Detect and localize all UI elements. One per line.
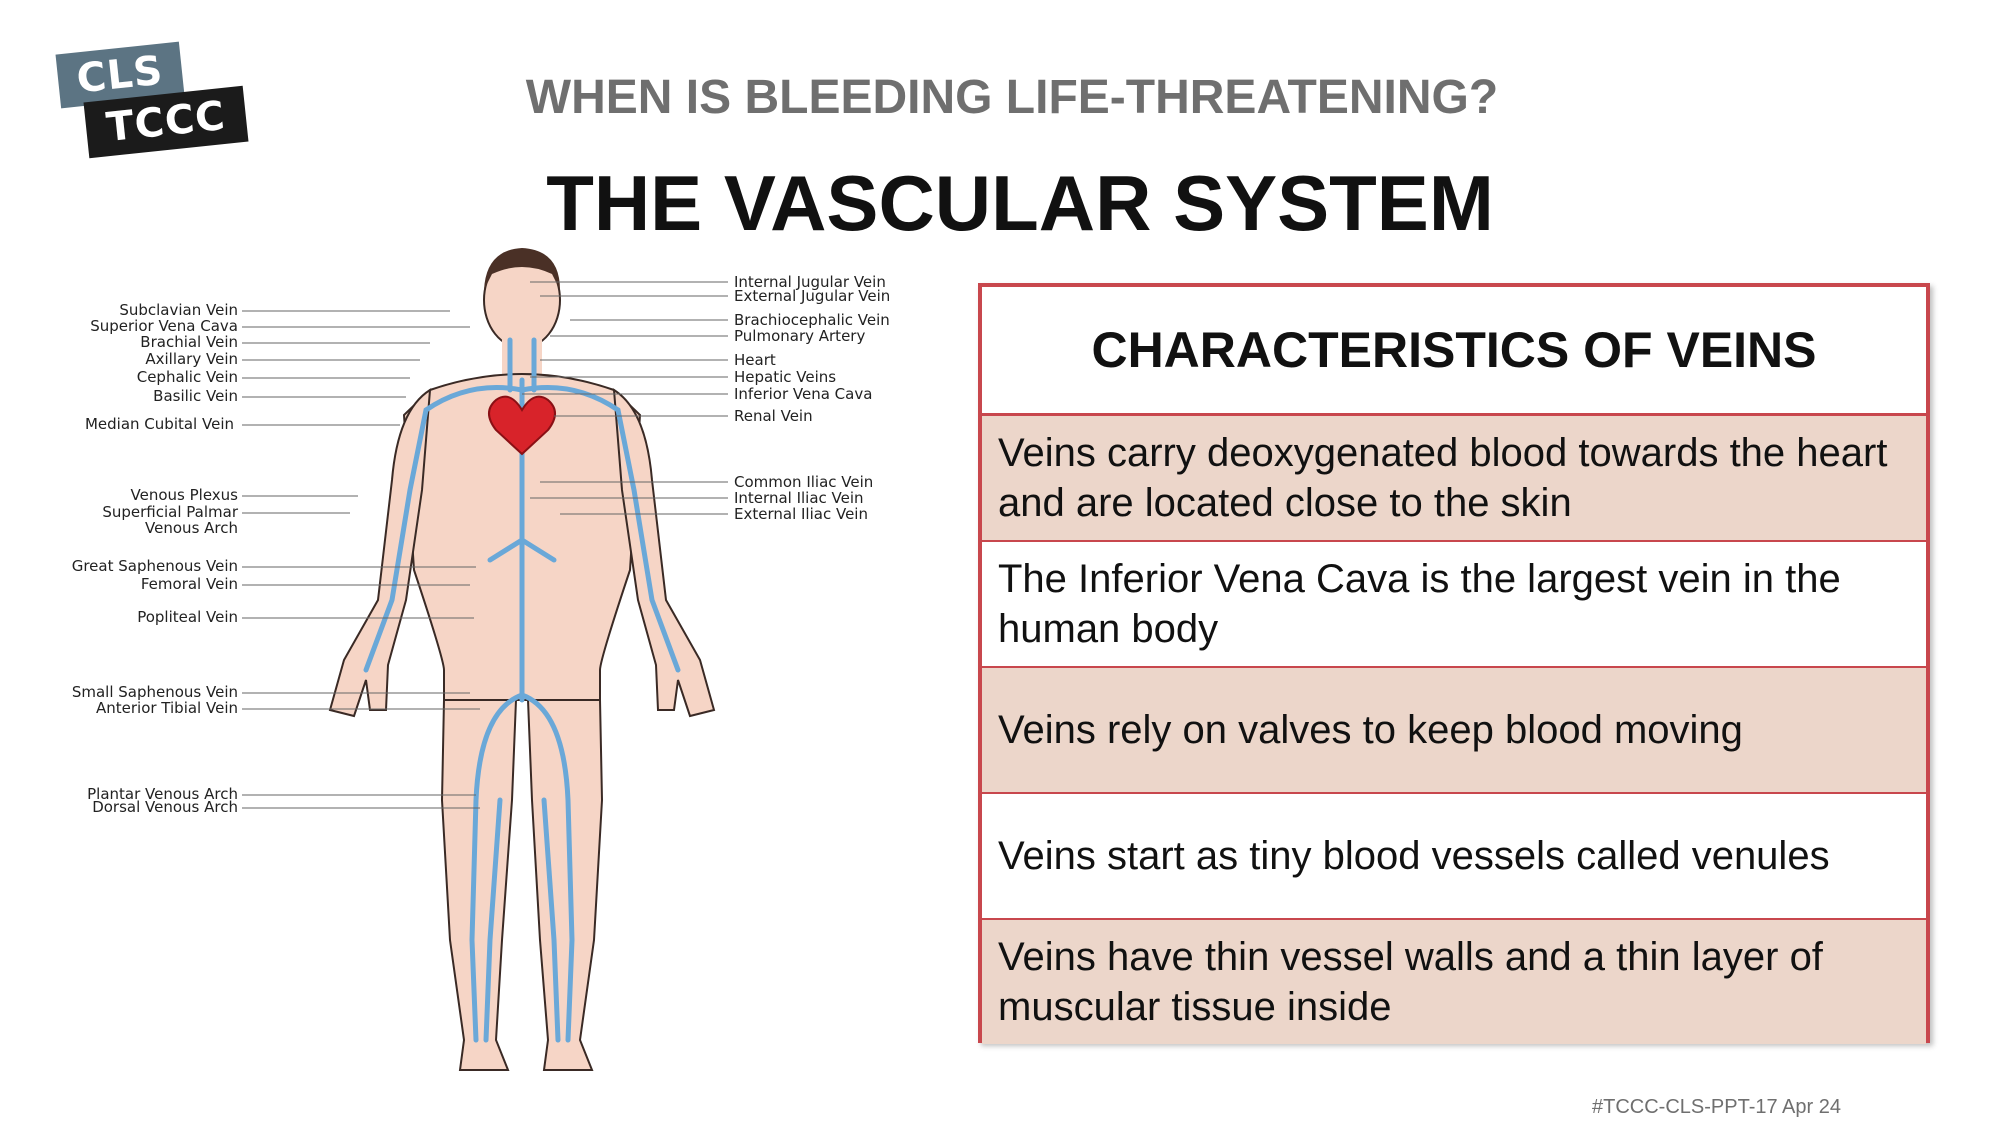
table-row: The Inferior Vena Cava is the largest ve…: [982, 542, 1926, 668]
vascular-diagram: Subclavian Vein Superior Vena Cava Brach…: [72, 240, 910, 1080]
label-great-saphenous-vein: Great Saphenous Vein: [71, 557, 238, 575]
label-renal-vein: Renal Vein: [734, 407, 813, 425]
label-heart: Heart: [734, 351, 776, 369]
label-axillary-vein: Axillary Vein: [145, 350, 238, 368]
slide-subtitle: WHEN IS BLEEDING LIFE-THREATENING?: [525, 71, 1499, 124]
label-hepatic-veins: Hepatic Veins: [734, 368, 837, 386]
label-brachial-vein: Brachial Vein: [140, 333, 238, 351]
label-basilic-vein: Basilic Vein: [153, 387, 238, 405]
label-internal-iliac-vein: Internal Iliac Vein: [734, 489, 864, 507]
label-brachiocephalic-vein: Brachiocephalic Vein: [734, 311, 890, 329]
table-row: Veins carry deoxygenated blood towards t…: [982, 416, 1926, 542]
label-median-cubital-vein: Median Cubital Vein: [84, 415, 234, 433]
slide-title: THE VASCULAR SYSTEM: [546, 159, 1494, 247]
label-venous-plexus: Venous Plexus: [130, 486, 238, 504]
body-figure-illustration: [242, 248, 728, 1071]
heart-shape: [488, 395, 556, 456]
table-row: Veins rely on valves to keep blood movin…: [982, 668, 1926, 794]
label-femoral-vein: Femoral Vein: [140, 575, 238, 593]
label-plantar-venous-arch: Plantar Venous Arch: [87, 785, 238, 803]
label-external-jugular-vein: External Jugular Vein: [734, 287, 891, 305]
label-anterior-tibial-vein: Anterior Tibial Vein: [95, 699, 238, 717]
table-header: CHARACTERISTICS OF VEINS: [982, 287, 1926, 416]
slide-footer: #TCCC-CLS-PPT-17 Apr 24: [1592, 1096, 1841, 1118]
label-small-saphenous-vein: Small Saphenous Vein: [71, 683, 238, 701]
label-dorsal-venous-arch: Dorsal Venous Arch: [92, 798, 238, 816]
label-cephalic-vein: Cephalic Vein: [136, 368, 238, 386]
label-popliteal-vein: Popliteal Vein: [137, 608, 238, 626]
table-row: Veins start as tiny blood vessels called…: [982, 794, 1926, 920]
label-superior-vena-cava: Superior Vena Cava: [90, 317, 238, 335]
label-external-iliac-vein: External Iliac Vein: [734, 505, 868, 523]
label-venous-arch: Venous Arch: [145, 519, 238, 537]
table-row: Veins have thin vessel walls and a thin …: [982, 920, 1926, 1044]
veins-characteristics-table: CHARACTERISTICS OF VEINS Veins carry deo…: [978, 283, 1930, 1044]
label-internal-jugular-vein: Internal Jugular Vein: [734, 273, 886, 291]
label-common-iliac-vein: Common Iliac Vein: [734, 473, 874, 491]
label-pulmonary-artery: Pulmonary Artery: [734, 327, 866, 345]
label-inferior-vena-cava: Inferior Vena Cava: [734, 385, 873, 403]
label-superficial-palmar: Superficial Palmar: [102, 503, 238, 521]
label-subclavian-vein: Subclavian Vein: [119, 301, 238, 319]
